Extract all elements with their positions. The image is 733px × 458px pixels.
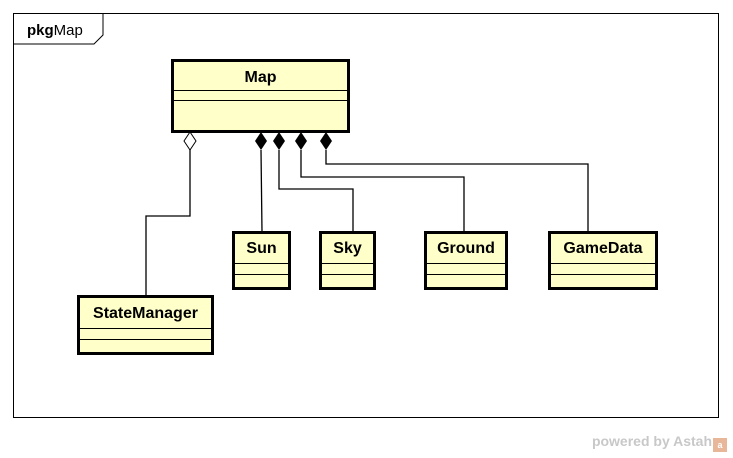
class-name: StateManager xyxy=(93,305,198,322)
watermark-text: powered by Astah xyxy=(591,433,712,449)
composition-diamond-sun xyxy=(255,132,267,150)
attributes-divider xyxy=(322,263,373,264)
attributes-divider xyxy=(174,90,347,91)
class-statemanager[interactable]: StateManager xyxy=(77,295,214,355)
operations-divider xyxy=(80,339,211,340)
attributes-divider xyxy=(427,263,505,264)
composition-diamond-ground xyxy=(295,132,307,150)
class-name: Sun xyxy=(246,240,277,257)
class-name: Sky xyxy=(333,240,362,257)
operations-divider xyxy=(427,274,505,275)
package-name: Map xyxy=(53,22,83,39)
operations-divider xyxy=(322,274,373,275)
package-keyword: pkg xyxy=(27,22,54,39)
operations-divider xyxy=(174,100,347,101)
operations-divider xyxy=(235,274,288,275)
operations-divider xyxy=(551,274,655,275)
class-gamedata[interactable]: GameData xyxy=(548,231,658,290)
class-name: GameData xyxy=(563,240,643,257)
aggregation-line-statemanager xyxy=(145,148,191,296)
attributes-divider xyxy=(551,263,655,264)
package-frame xyxy=(13,13,719,418)
class-map[interactable]: Map xyxy=(171,59,350,133)
composition-line-sun xyxy=(260,149,263,233)
class-sun[interactable]: Sun xyxy=(232,231,291,290)
composition-diamond-sky xyxy=(273,132,285,150)
package-tab-outline xyxy=(13,13,104,45)
class-name: Ground xyxy=(437,240,495,257)
aggregation-diamond xyxy=(183,131,197,151)
class-sky[interactable]: Sky xyxy=(319,231,376,290)
composition-line-gamedata xyxy=(325,150,589,232)
attributes-divider xyxy=(80,328,211,329)
astah-logo-icon: a xyxy=(713,438,727,452)
composition-diamond-gamedata xyxy=(320,132,332,150)
class-ground[interactable]: Ground xyxy=(424,231,508,290)
class-name: Map xyxy=(244,69,277,86)
attributes-divider xyxy=(235,263,288,264)
composition-line-ground xyxy=(300,150,465,232)
composition-line-sky xyxy=(278,150,354,232)
package-label: pkgMap xyxy=(27,22,83,39)
